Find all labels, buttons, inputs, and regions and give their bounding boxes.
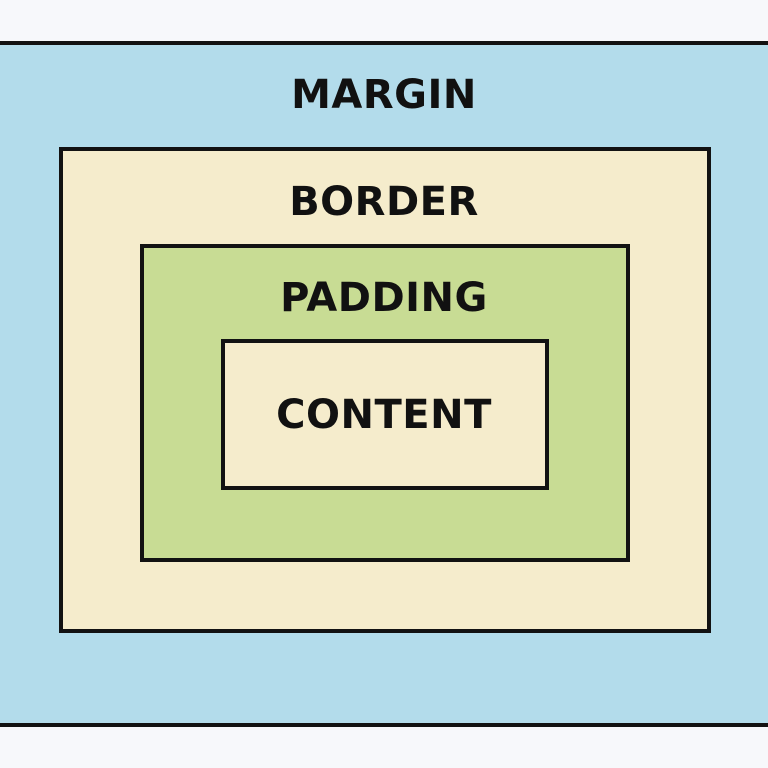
content-label: CONTENT (276, 392, 492, 438)
padding-label: PADDING (280, 275, 488, 321)
content-layer (221, 339, 549, 490)
margin-label: MARGIN (291, 72, 477, 118)
border-label: BORDER (289, 179, 479, 225)
